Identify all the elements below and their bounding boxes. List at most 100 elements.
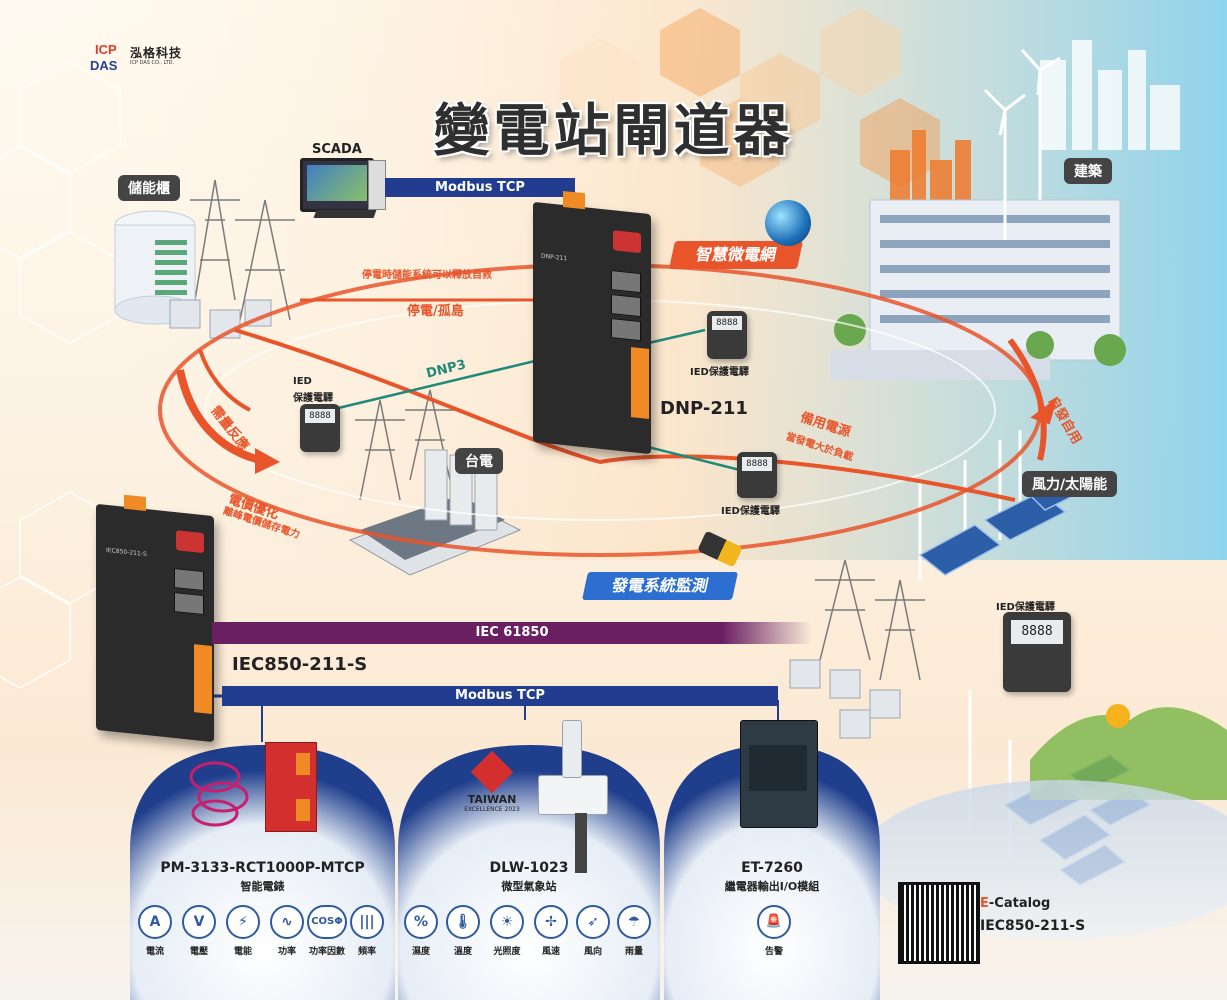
et-7260-device	[740, 720, 818, 828]
temperature-label: 溫度	[453, 947, 472, 957]
wind-speed-label: 風速	[541, 947, 560, 957]
ied-relay-top-right-label: IED保護電驛	[690, 367, 749, 378]
wind-direction-label: 風向	[583, 947, 602, 957]
product-2-name: DLW-1023	[489, 860, 569, 876]
ecatalog-label[interactable]: E-Catalog	[980, 896, 1050, 911]
taiwan-excellence-icon	[470, 750, 514, 794]
dnp-ethernet-port-1	[611, 269, 641, 294]
relay-display: 8888	[712, 316, 742, 330]
scada-screen	[307, 165, 367, 201]
weather-station-pole	[575, 813, 587, 873]
iec-face-label: IEC850-211-S	[106, 546, 147, 559]
company-name: 泓格科技	[130, 46, 183, 60]
current-label: 電流	[145, 947, 164, 957]
ied-relay-middle: 8888	[737, 452, 777, 498]
rainfall-label: 雨量	[624, 947, 643, 957]
ecatalog-prefix: E	[980, 896, 989, 911]
company-sub-name: ICP DAS CO., LTD.	[130, 60, 175, 66]
voltage-label: 電壓	[189, 947, 208, 957]
iec-io-terminal	[194, 644, 212, 714]
frequency-label: 頻率	[357, 947, 376, 957]
modbus-tcp-bottom-link: Modbus TCP	[222, 686, 778, 706]
power-factor-label: 功率因數	[308, 947, 345, 957]
page-title: 變電站閘道器	[433, 99, 794, 164]
dnp-211-model: DNP-211	[660, 398, 748, 419]
wind-direction-icon: ➶	[576, 905, 610, 939]
iec-power-terminal	[124, 494, 146, 512]
meter-terminal-bottom	[296, 799, 310, 821]
wind-speed-icon: ✢	[534, 905, 568, 939]
dnp-face-label: DNP-211	[541, 252, 568, 263]
ied-relay-left: 8888	[300, 404, 340, 452]
energy-icon: ⚡	[226, 905, 260, 939]
product-3-name: ET-7260	[741, 860, 803, 876]
rogowski-coils-icon	[189, 761, 249, 827]
relay-display: 8888	[1011, 620, 1063, 644]
ied-relay-top-right: 8888	[707, 311, 747, 359]
ecatalog-model: IEC850-211-S	[980, 918, 1086, 934]
generation-monitoring-ribbon: 發電系統監測	[582, 572, 738, 600]
power-meter-device	[265, 742, 317, 832]
transformers	[169, 299, 901, 739]
relay-display: 8888	[305, 409, 335, 423]
power-factor-icon: COSΦ	[307, 905, 347, 939]
voltage-icon: V	[182, 905, 216, 939]
humidity-icon: %	[404, 905, 438, 939]
iec850-211-s-device: IEC850-211-S	[96, 494, 214, 743]
frequency-icon: |||	[350, 905, 384, 939]
svg-text:DAS: DAS	[90, 58, 118, 73]
ecatalog-rest: -Catalog	[988, 896, 1051, 911]
energy-label: 電能	[233, 947, 252, 957]
sun-icon	[1106, 704, 1130, 728]
modbus-tcp-top-link: Modbus TCP	[385, 178, 575, 197]
rainfall-icon: ☂	[617, 905, 651, 939]
scada-tower	[368, 160, 386, 210]
power-icon: ∿	[270, 905, 304, 939]
meter-terminal-top	[296, 753, 310, 775]
et-7260-face	[749, 745, 807, 791]
globe-icon	[765, 200, 811, 246]
dnp-io-terminal	[631, 347, 649, 419]
hill	[1030, 707, 1227, 800]
badge-line-2: EXCELLENCE 2023	[464, 806, 520, 813]
taipower-tag: 台電	[455, 448, 503, 474]
power-label: 功率	[277, 947, 296, 957]
product-1-desc: 智能電錶	[240, 880, 285, 893]
svg-text:ICP: ICP	[95, 42, 117, 57]
city-skyline	[1040, 40, 1180, 150]
alarm-icon: 🚨	[757, 905, 791, 939]
office-building	[830, 199, 1126, 380]
relay-display: 8888	[742, 457, 772, 471]
outage-island-label: 停電/孤島	[407, 304, 464, 319]
taiwan-excellence-badge: TAIWAN EXCELLENCE 2023	[462, 750, 522, 817]
badge-line-1: TAIWAN	[467, 793, 517, 806]
alarm-label: 告警	[764, 947, 783, 957]
scada-monitor	[300, 158, 374, 212]
qr-code[interactable]	[898, 882, 980, 964]
dnp-ethernet-port-3	[611, 317, 641, 342]
power-plant	[348, 449, 522, 576]
temperature-icon: 🌡	[446, 905, 480, 939]
dnp-badge	[613, 230, 641, 254]
ied-relay-right: 8888	[1003, 612, 1071, 692]
iec-ethernet-port-1	[174, 567, 204, 592]
humidity-label: 濕度	[411, 947, 430, 957]
iec61850-link: IEC 61850	[212, 622, 812, 644]
iec-badge	[176, 530, 204, 554]
illuminance-icon: ☀	[490, 905, 524, 939]
weather-station-device	[538, 775, 608, 815]
illuminance-label: 光照度	[493, 947, 521, 957]
storage-cabinet-tag: 儲能櫃	[118, 175, 180, 201]
ied-relay-right-label: IED保護電驛	[996, 602, 1055, 613]
ied-relay-middle-label: IED保護電驛	[721, 506, 780, 517]
renewable-tag: 風力/太陽能	[1022, 471, 1118, 497]
product-2-desc: 微型氣象站	[501, 880, 557, 893]
dnp-ethernet-port-2	[611, 293, 641, 318]
scada-keyboard	[313, 210, 377, 218]
dnp-power-terminal	[563, 190, 585, 210]
product-3-desc: 繼電器輸出I/O模組	[724, 880, 820, 893]
dnp-211-device: DNP-211	[533, 190, 651, 455]
iec850-211-s-model: IEC850-211-S	[232, 654, 368, 675]
scada-label: SCADA	[312, 142, 362, 157]
iec-ethernet-port-2	[174, 591, 204, 616]
